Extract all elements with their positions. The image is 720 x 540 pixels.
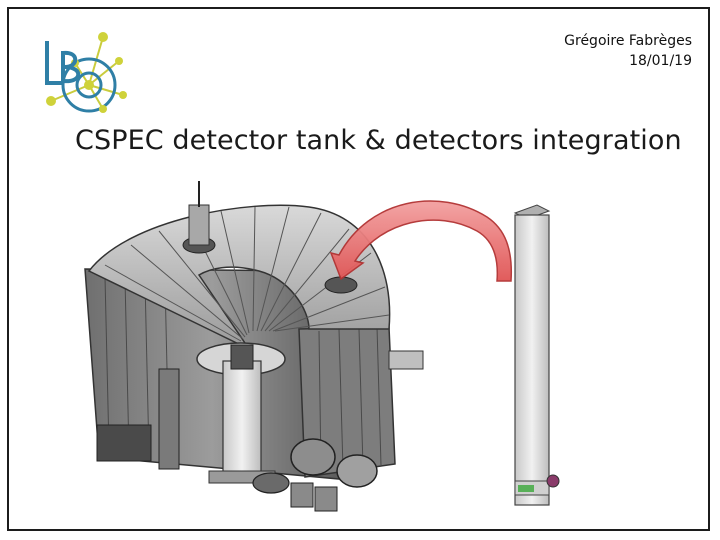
bottom-equipment	[96, 368, 378, 512]
slide-title: CSPEC detector tank & detectors integrat…	[75, 125, 682, 156]
detector-tank-illustration	[84, 181, 560, 512]
side-pipe	[388, 350, 424, 370]
lab-logo	[45, 32, 127, 113]
slide: Grégoire Fabrèges 18/01/19 CSPEC detecto…	[7, 7, 710, 531]
slide-date: 18/01/19	[629, 53, 692, 69]
author-block: Grégoire Fabrèges 18/01/19	[564, 31, 692, 71]
author-name: Grégoire Fabrèges	[564, 33, 692, 49]
installation-arrow	[329, 200, 513, 282]
logo-network-graphic	[45, 32, 127, 113]
tank-roof	[87, 181, 391, 351]
central-column	[196, 342, 286, 484]
detector-module	[513, 204, 560, 506]
